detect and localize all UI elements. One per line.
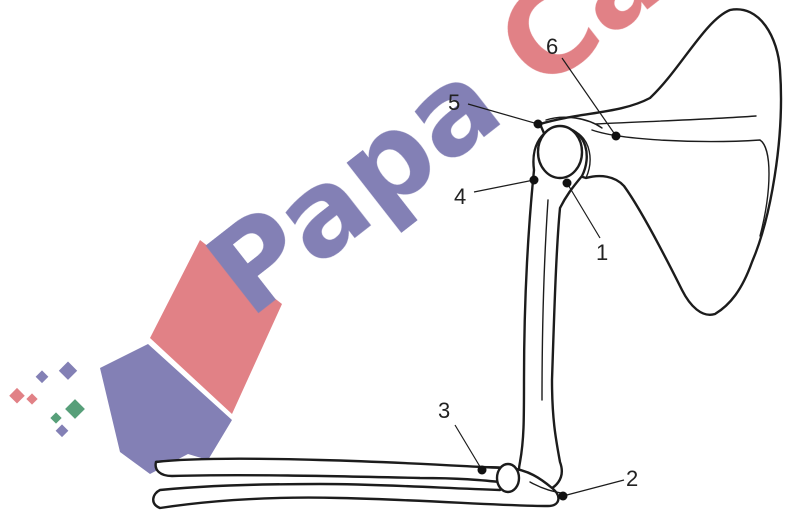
marker-2 [559, 492, 568, 501]
watermark-logo: Papa Ca [9, 0, 688, 474]
watermark-dot-red-2 [26, 393, 37, 404]
radial-head [497, 464, 519, 492]
humeral-head [538, 126, 582, 178]
marker-4 [530, 176, 539, 185]
marker-1 [563, 179, 572, 188]
label-6: 6 [546, 34, 558, 59]
label-1: 1 [596, 240, 608, 265]
leader-1 [567, 183, 600, 238]
marker-5 [534, 120, 543, 129]
watermark-dot-blue-3 [56, 424, 69, 437]
label-3: 3 [438, 398, 450, 423]
radius-outline [156, 459, 509, 483]
watermark-dot-blue-2 [36, 370, 49, 383]
marker-3 [478, 466, 487, 475]
forearm [153, 459, 566, 508]
label-5: 5 [448, 90, 460, 115]
watermark-dot-blue-1 [59, 362, 77, 380]
watermark-letters-blue: Papa [182, 32, 525, 342]
marker-6 [612, 132, 621, 141]
label-4: 4 [454, 184, 466, 209]
watermark-dot-green-1 [65, 399, 85, 419]
watermark-dot-red-1 [9, 388, 25, 404]
leader-3 [455, 425, 482, 470]
leader-4 [474, 180, 534, 192]
watermark-dot-green-2 [50, 412, 61, 423]
leader-2 [563, 480, 624, 496]
humerus-outline [519, 127, 587, 492]
label-2: 2 [626, 466, 638, 491]
